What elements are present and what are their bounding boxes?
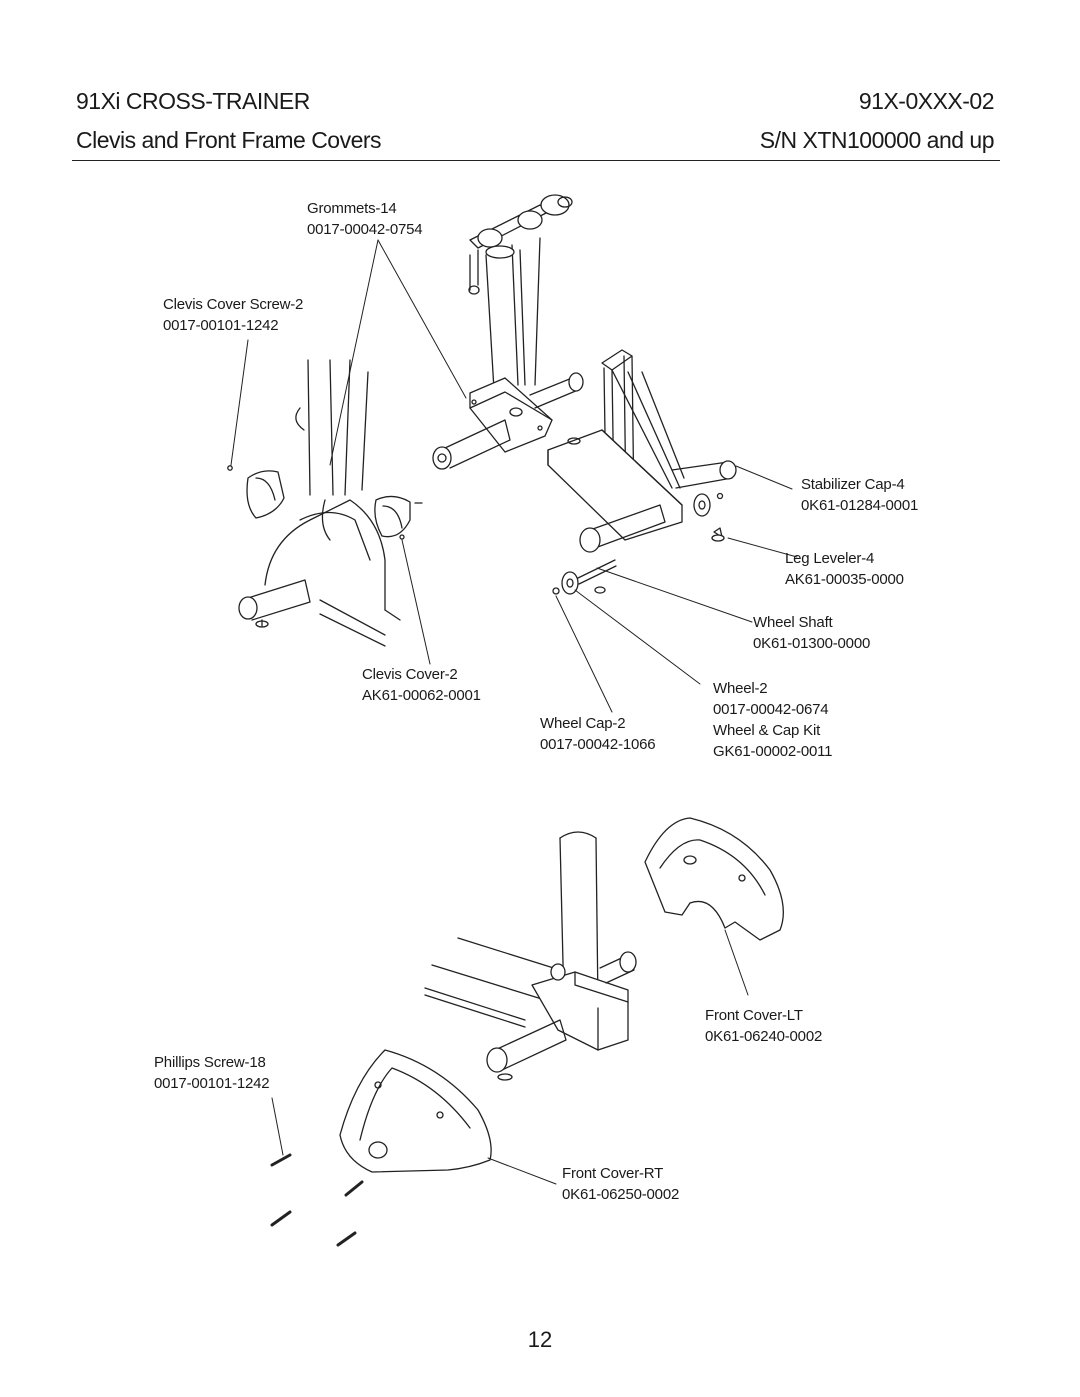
callout-wheel-kit-name: Wheel & Cap Kit: [713, 722, 821, 739]
callout-front-cover-rt: Front Cover-RT 0K61-06250-0002: [562, 1163, 679, 1205]
callout-leg-leveler: Leg Leveler-4 AK61-00035-0000: [785, 548, 904, 590]
callout-clevis-cover-screw: Clevis Cover Screw-2 0017-00101-1242: [163, 294, 303, 336]
front-frame-assembly: [270, 817, 784, 1247]
stabilizer-frame: [547, 349, 737, 553]
callout-stabilizer-cap: Stabilizer Cap-4 0K61-01284-0001: [801, 474, 918, 516]
model-title: 91Xi CROSS-TRAINER: [76, 88, 310, 114]
callout-leg-leveler-name: Leg Leveler-4: [785, 550, 875, 567]
callout-wheel-shaft-part: 0K61-01300-0000: [753, 635, 871, 652]
callout-grommets: Grommets-14 0017-00042-0754: [307, 198, 423, 240]
callout-phillips-screw-name: Phillips Screw-18: [154, 1054, 266, 1071]
callout-wheel-shaft-name: Wheel Shaft: [753, 614, 833, 631]
clevis-area: [227, 359, 423, 647]
callout-phillips-screw: Phillips Screw-18 0017-00101-1242: [154, 1052, 270, 1094]
callout-front-cover-lt: Front Cover-LT 0K61-06240-0002: [705, 1005, 822, 1047]
callout-wheel-cap-part: 0017-00042-1066: [540, 736, 656, 753]
callout-wheel-cap: Wheel Cap-2 0017-00042-1066: [540, 713, 656, 755]
loose-hardware: [552, 527, 725, 595]
callout-front-cover-lt-part: 0K61-06240-0002: [705, 1028, 823, 1045]
callout-front-cover-rt-part: 0K61-06250-0002: [562, 1186, 680, 1203]
callout-clevis-cover-name: Clevis Cover-2: [362, 666, 458, 683]
leader-lines: [230, 239, 798, 1185]
callout-clevis-cover-screw-part: 0017-00101-1242: [163, 317, 279, 334]
callout-clevis-cover: Clevis Cover-2 AK61-00062-0001: [362, 664, 481, 706]
callout-wheel: Wheel-2 0017-00042-0674 Wheel & Cap Kit …: [713, 678, 833, 762]
callout-wheel-shaft: Wheel Shaft 0K61-01300-0000: [753, 612, 870, 654]
callout-stabilizer-cap-part: 0K61-01284-0001: [801, 497, 919, 514]
callout-phillips-screw-part: 0017-00101-1242: [154, 1075, 270, 1092]
section-title: Clevis and Front Frame Covers: [76, 127, 382, 153]
callout-grommets-part: 0017-00042-0754: [307, 221, 423, 238]
callout-front-cover-lt-name: Front Cover-LT: [705, 1007, 803, 1024]
callout-stabilizer-cap-name: Stabilizer Cap-4: [801, 476, 905, 493]
callout-grommets-name: Grommets-14: [307, 200, 397, 217]
callout-clevis-cover-screw-name: Clevis Cover Screw-2: [163, 296, 304, 313]
serial-range: S/N XTN100000 and up: [759, 127, 995, 153]
header-rule: [72, 160, 1000, 161]
document-number: 91X-0XXX-02: [858, 88, 995, 114]
callout-wheel-cap-name: Wheel Cap-2: [540, 715, 626, 732]
upright-post-assembly: [432, 194, 584, 470]
callout-wheel-name: Wheel-2: [713, 680, 768, 697]
page-number: 12: [527, 1327, 553, 1352]
callout-clevis-cover-part: AK61-00062-0001: [362, 687, 481, 704]
callout-wheel-kit-part: GK61-00002-0011: [713, 743, 833, 760]
callout-leg-leveler-part: AK61-00035-0000: [785, 571, 904, 588]
callout-wheel-part: 0017-00042-0674: [713, 701, 829, 718]
callout-front-cover-rt-name: Front Cover-RT: [562, 1165, 664, 1182]
